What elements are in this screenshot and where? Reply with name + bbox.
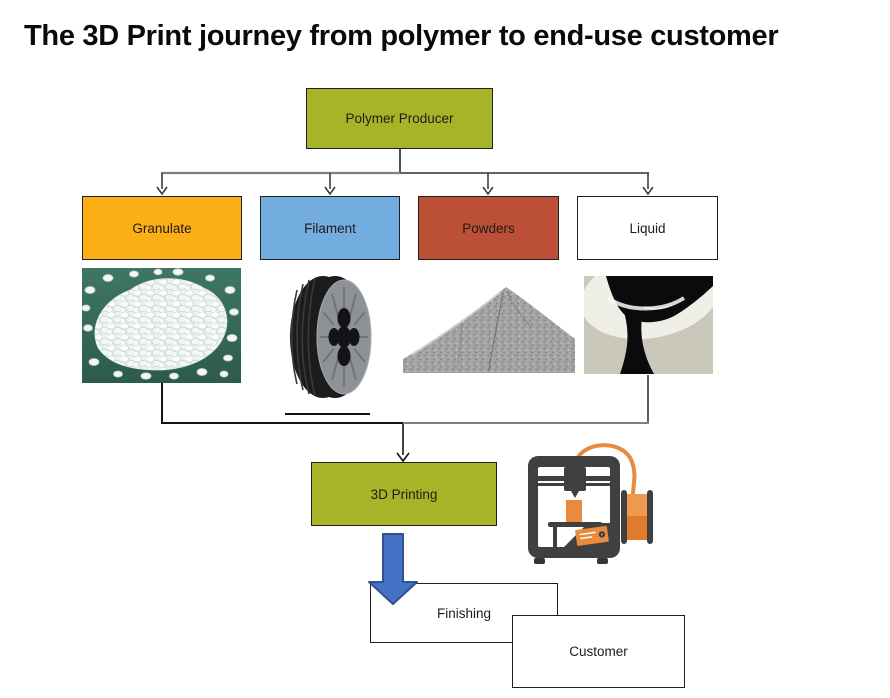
filament-spool-photo xyxy=(290,276,372,398)
big-blue-down-arrow-icon xyxy=(368,533,418,605)
node-label: 3D Printing xyxy=(370,486,438,502)
down-arrowhead-icon xyxy=(396,424,410,463)
liquid-resin-pour-photo xyxy=(584,276,713,374)
down-arrowhead-icon xyxy=(156,173,654,196)
3d-printer-icon xyxy=(528,443,653,564)
node-liquid: Liquid xyxy=(577,196,718,260)
node-filament: Filament xyxy=(260,196,400,260)
node-customer: Customer xyxy=(512,615,685,688)
node-powders: Powders xyxy=(418,196,559,260)
node-label: Customer xyxy=(569,644,628,659)
granulate-pellets-photo xyxy=(82,268,241,383)
node-polymer-producer: Polymer Producer xyxy=(306,88,493,149)
node-label: Polymer Producer xyxy=(345,111,454,126)
node-label: Filament xyxy=(304,220,356,236)
diagram-title: The 3D Print journey from polymer to end… xyxy=(24,20,779,52)
node-label: Granulate xyxy=(132,220,192,236)
node-granulate: Granulate xyxy=(82,196,242,260)
node-label: Liquid xyxy=(629,220,666,236)
node-label: Powders xyxy=(462,220,515,236)
powder-pile-photo xyxy=(403,277,575,373)
node-3d-printing: 3D Printing xyxy=(311,462,497,526)
node-label: Finishing xyxy=(436,605,492,621)
